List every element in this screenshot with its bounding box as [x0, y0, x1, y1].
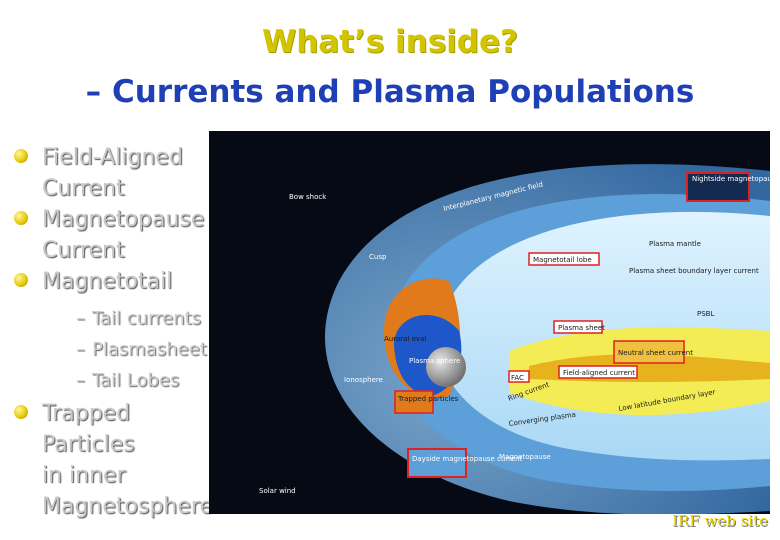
- dayside-label: Dayside magnetopause current: [412, 455, 523, 463]
- lobe-label: Magnetotail lobe: [533, 256, 592, 264]
- plasma-mantle-label: Plasma mantle: [649, 240, 701, 248]
- bullet-line: Current: [42, 176, 125, 201]
- cusp-label: Cusp: [369, 253, 387, 261]
- fac-current-label: Field-aligned current: [563, 369, 635, 377]
- bullet-line: Magnetopause: [42, 207, 205, 232]
- subitem-plasmasheet: –Plasmasheet: [76, 339, 207, 360]
- bullet-line: in inner: [42, 463, 126, 488]
- plasma-sheet-box: [553, 320, 603, 334]
- plasmasphere-label: Plasma sphere: [409, 357, 460, 365]
- nightside-label: Nightside magnetopause current: [692, 175, 770, 183]
- bullet-dot-icon: [14, 405, 28, 419]
- psbl-label: Plasma sheet boundary layer current: [629, 267, 759, 275]
- bullet-line: Magnetotail: [42, 269, 173, 294]
- bullet-magnetotail: Magnetotail –Tail currents –Plasmasheet …: [14, 266, 214, 396]
- ionosphere-label: Ionosphere: [344, 376, 383, 384]
- fac-current-box: [558, 365, 638, 379]
- solar-wind-label: Solar wind: [259, 487, 296, 495]
- bullet-trapped-particles: Trapped Particles in inner Magnetosphere: [14, 398, 214, 522]
- bullet-dot-icon: [14, 149, 28, 163]
- earth-icon: [426, 347, 466, 387]
- bullet-dot-icon: [14, 211, 28, 225]
- dayside-box: [407, 448, 467, 478]
- bullet-field-aligned-current: Field-Aligned Current: [14, 142, 214, 204]
- psbl-short-label: PSBL: [697, 310, 714, 318]
- bullet-line: Trapped Particles: [42, 401, 135, 457]
- subitem-tail-lobes: –Tail Lobes: [76, 370, 180, 391]
- subitem-tail-currents: –Tail currents: [76, 308, 202, 329]
- magnetotail-subitems: –Tail currents –Plasmasheet –Tail Lobes: [42, 303, 214, 396]
- fac-short-label: FAC: [511, 374, 524, 382]
- magnetosphere-figure: Nightside magnetopause current Magnetota…: [209, 131, 770, 514]
- bullet-line: Magnetosphere: [42, 494, 213, 519]
- lobe-box: [528, 252, 600, 266]
- plasma-sheet-label: Plasma sheet: [558, 324, 605, 332]
- bullet-line: Field-Aligned: [42, 145, 183, 170]
- slide-subtitle: – Currents and Plasma Populations: [85, 74, 695, 110]
- credit-text: IRF web site: [672, 512, 768, 530]
- nightside-box: [686, 172, 750, 202]
- auroral-label: Auroral oval: [384, 335, 426, 343]
- magnetopause-label: Magnetopause: [499, 453, 551, 461]
- bullet-list: Field-Aligned Current Magnetopause Curre…: [14, 142, 214, 522]
- slide-title: What’s inside?: [262, 24, 518, 60]
- bullet-dot-icon: [14, 273, 28, 287]
- trapped-label: Trapped particles: [397, 395, 459, 403]
- fac-box: [508, 370, 530, 383]
- magnetosphere-diagram: Nightside magnetopause current Magnetota…: [259, 164, 770, 514]
- bullet-line: Current: [42, 238, 125, 263]
- trapped-box: [394, 390, 434, 414]
- bow-shock-label: Bow shock: [289, 193, 327, 201]
- bullet-magnetopause-current: Magnetopause Current: [14, 204, 214, 266]
- neutral-sheet-label: Neutral sheet current: [618, 349, 693, 357]
- neutral-sheet-box: [613, 340, 685, 364]
